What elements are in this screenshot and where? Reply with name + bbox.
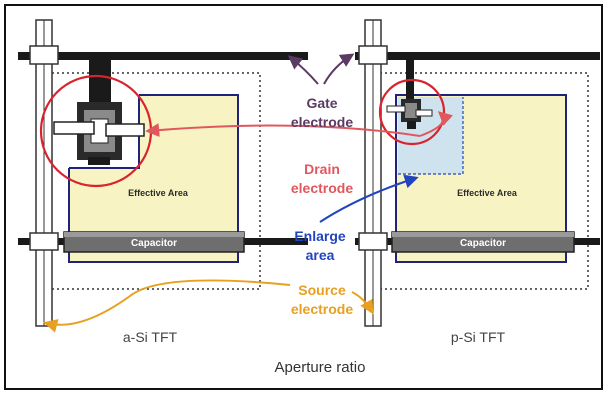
gate-label-line2: electrode (291, 114, 353, 130)
drain-arrows (145, 111, 453, 138)
left-tft-title: a-Si TFT (123, 329, 178, 345)
right-enlarge-boundary (398, 97, 464, 175)
right-capacitor-shade (392, 232, 574, 237)
right-bus-clip-top (358, 45, 388, 65)
source-arrows (43, 279, 374, 333)
left-capacitor-shade (64, 232, 244, 237)
gate-arrows (287, 53, 355, 85)
left-capacitor-label: Capacitor (131, 238, 177, 249)
enlarge-label-line1: Enlarge (294, 228, 346, 244)
right-pixel: Capacitor Effective Area (355, 19, 600, 327)
left-bus-clip-bottom (29, 232, 59, 251)
left-tft-notch-edge (69, 95, 140, 169)
left-bus-clip-top (29, 45, 59, 65)
enlarge-arrow (319, 174, 419, 223)
drain-label-line1: Drain (304, 161, 340, 177)
right-capacitor-label: Capacitor (460, 238, 506, 249)
right-gate-line (355, 52, 600, 60)
enlarge-label-line2: area (306, 247, 335, 263)
left-pixel: Capacitor Effective Area (18, 19, 308, 327)
left-gate-line (18, 52, 308, 60)
drain-label-line2: electrode (291, 180, 353, 196)
source-label-line2: electrode (291, 301, 353, 317)
left-tft-device (53, 60, 145, 165)
left-effective-area-label: Effective Area (128, 188, 189, 198)
caption-aperture-ratio: Aperture ratio (275, 359, 366, 376)
right-tft-title: p-Si TFT (451, 329, 506, 345)
gate-label-line1: Gate (306, 95, 337, 111)
right-bus-clip-bottom (358, 232, 388, 251)
right-effective-area-label: Effective Area (457, 188, 518, 198)
source-label-line1: Source (298, 282, 346, 298)
